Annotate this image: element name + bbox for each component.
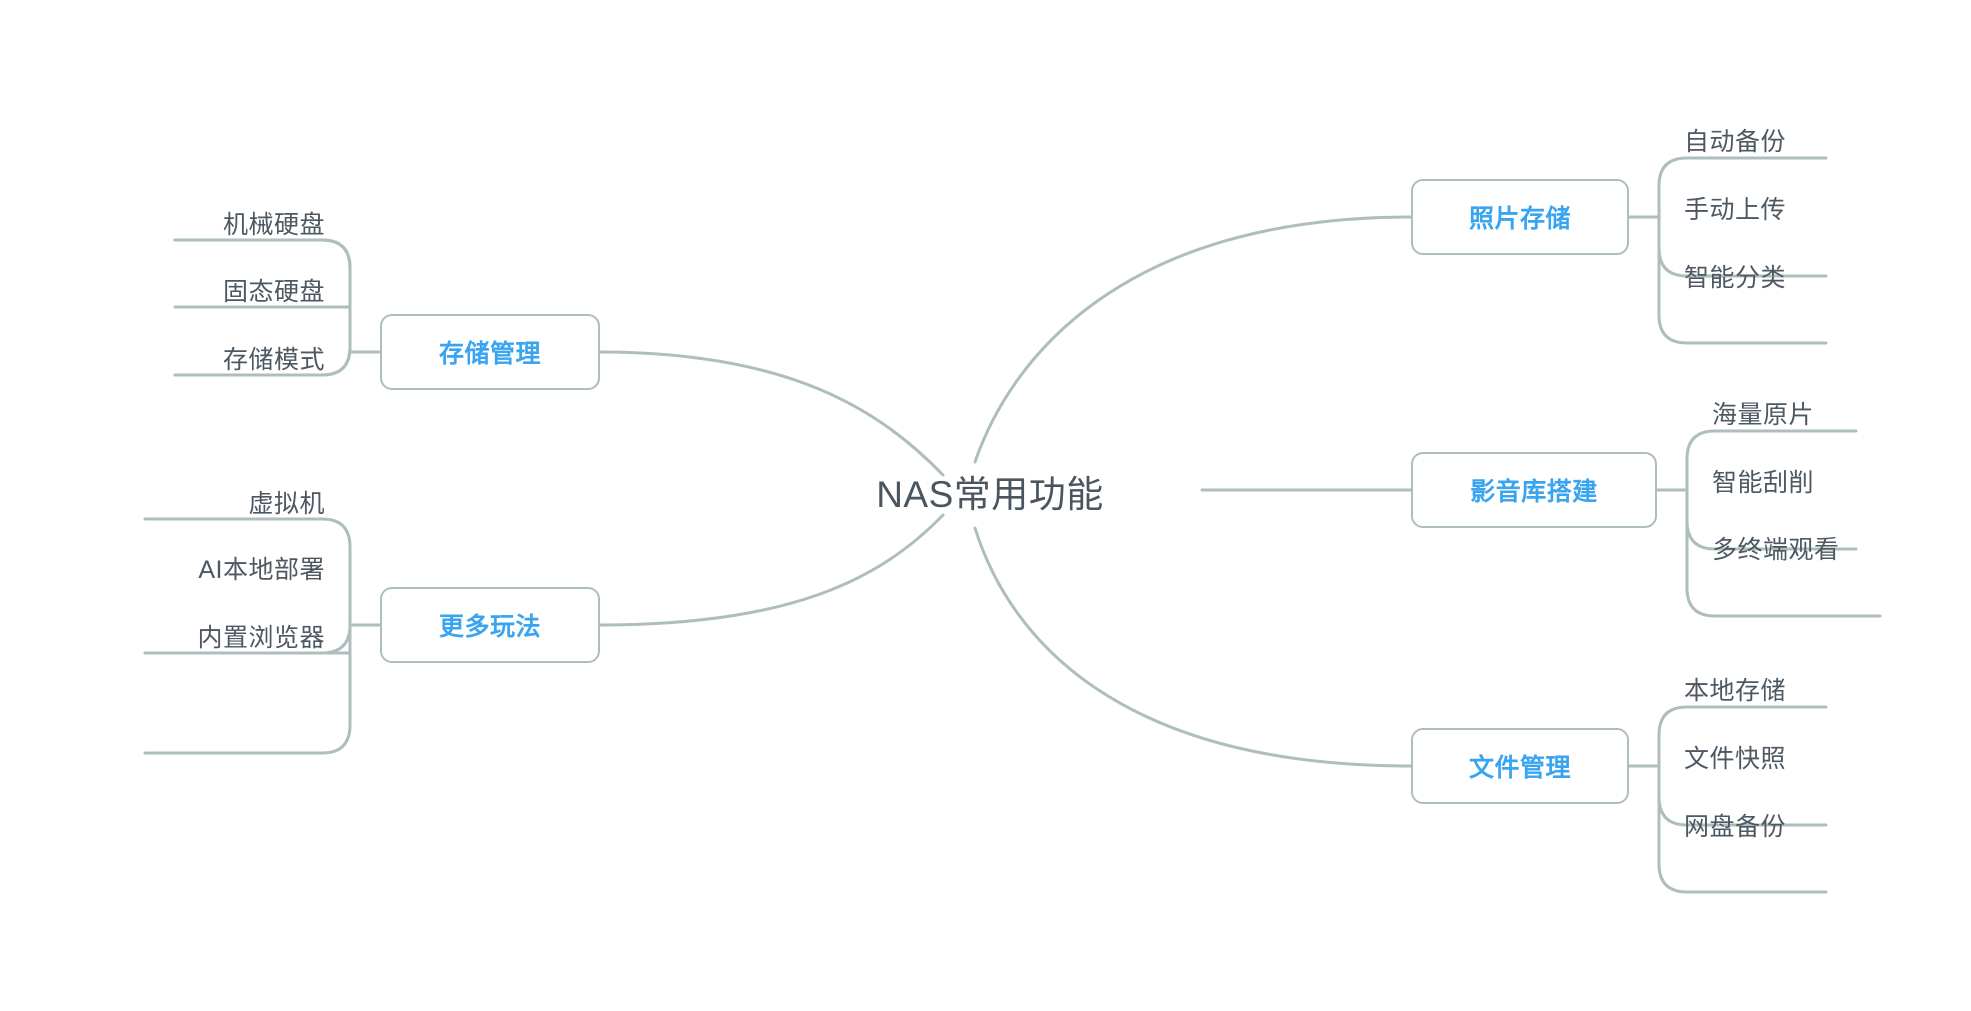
leaf-node-ai-local-deploy[interactable]: AI本地部署 (120, 550, 325, 586)
link-root-to-file-management (973, 526, 1413, 768)
leaf-node-label: 存储模式 (222, 346, 325, 374)
leaf-node-label: 固态硬盘 (222, 278, 325, 306)
leaf-node-label: 虚拟机 (248, 490, 325, 518)
leaf-node-label: 手动上传 (1684, 196, 1787, 224)
leaf-node-label: 海量原片 (1712, 401, 1815, 429)
link-root-to-photo-storage (973, 215, 1413, 464)
root-node[interactable]: NAS常用功能 (840, 465, 1140, 517)
leaf-node-label: 内置浏览器 (197, 624, 325, 652)
branch-node-photo-storage[interactable]: 照片存储 (1411, 179, 1629, 255)
branch-node-file-management[interactable]: 文件管理 (1411, 728, 1629, 804)
leaf-node-massive-originals[interactable]: 海量原片 (1712, 395, 1892, 431)
leaf-node-multi-terminal[interactable]: 多终端观看 (1712, 530, 1917, 566)
branch-node-label: 存储管理 (438, 340, 541, 368)
branch-node-media-library[interactable]: 影音库搭建 (1411, 452, 1657, 528)
link-root-to-storage-management (598, 350, 945, 477)
leaf-node-smart-scraper[interactable]: 智能刮削 (1712, 463, 1892, 499)
leaf-node-label: 自动备份 (1684, 128, 1787, 156)
leaf-node-label: 机械硬盘 (222, 211, 325, 239)
leaf-node-builtin-browser[interactable]: 内置浏览器 (120, 618, 325, 654)
leaf-node-storage-mode[interactable]: 存储模式 (150, 340, 325, 376)
leaf-node-label: 本地存储 (1684, 677, 1787, 705)
leaf-node-manual-upload[interactable]: 手动上传 (1684, 190, 1864, 226)
branch-node-label: 照片存储 (1468, 205, 1571, 233)
leaf-node-label: 智能刮削 (1712, 469, 1815, 497)
branch-node-label: 文件管理 (1468, 754, 1571, 782)
leaf-node-label: 网盘备份 (1684, 813, 1787, 841)
branch-node-more-playstyles[interactable]: 更多玩法 (380, 587, 600, 663)
leaf-node-hdd[interactable]: 机械硬盘 (150, 205, 325, 241)
leaf-node-label: 智能分类 (1684, 264, 1787, 292)
branch-node-storage-management[interactable]: 存储管理 (380, 314, 600, 390)
leaf-node-label: AI本地部署 (198, 556, 325, 584)
leaf-node-netdisk-backup[interactable]: 网盘备份 (1684, 807, 1864, 843)
leaf-node-file-snapshot[interactable]: 文件快照 (1684, 739, 1864, 775)
leaf-node-virtual-machine[interactable]: 虚拟机 (120, 484, 325, 520)
leaf-node-label: 多终端观看 (1712, 536, 1840, 564)
branch-node-label: 更多玩法 (438, 613, 541, 641)
leaf-node-smart-category[interactable]: 智能分类 (1684, 258, 1864, 294)
link-root-to-more-playstyles (598, 513, 945, 627)
leaf-node-ssd[interactable]: 固态硬盘 (150, 272, 325, 308)
leaf-node-local-storage[interactable]: 本地存储 (1684, 671, 1864, 707)
leaf-node-auto-backup[interactable]: 自动备份 (1684, 122, 1864, 158)
leaf-node-label: 文件快照 (1684, 745, 1787, 773)
root-node-label: NAS常用功能 (876, 474, 1104, 515)
branch-node-label: 影音库搭建 (1470, 478, 1598, 506)
